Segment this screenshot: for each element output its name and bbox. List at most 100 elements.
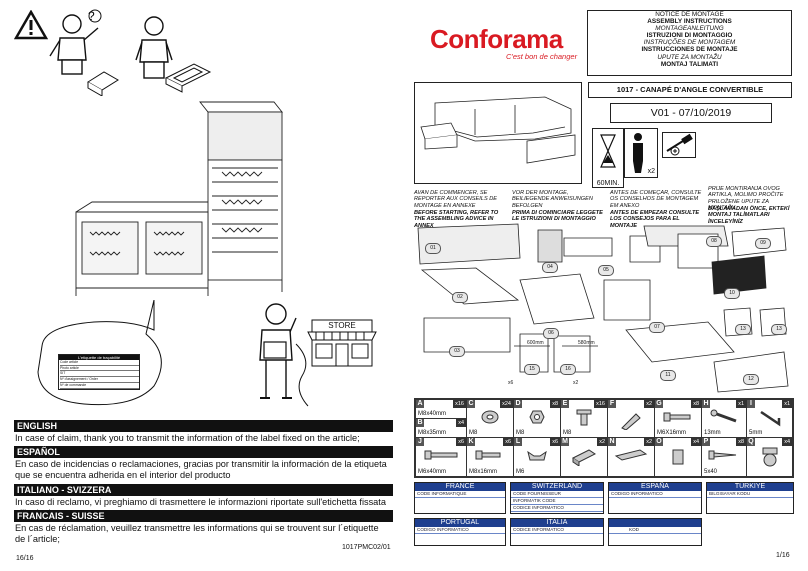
part-letter: I <box>747 400 755 408</box>
part-qty: x2 <box>644 400 654 408</box>
part-label: 5x40 <box>704 469 718 475</box>
lang-text-espanol: En caso de incidencias o reclamaciones, … <box>15 459 387 480</box>
part-label: M8 <box>516 430 525 436</box>
warning-text-hr: PRIJE MONTIRANJA OVOG ARTIKLA, MOLIMO PR… <box>708 186 784 212</box>
country-box-unnamed: KOD <box>608 518 702 546</box>
country-name: SWITZERLAND <box>511 483 603 491</box>
panel-tag: 01 <box>425 243 441 254</box>
traceability-label: L'etiquette de traçabilité Code article … <box>58 354 140 390</box>
part-label: M8 <box>563 430 572 436</box>
part-qty: x1 <box>736 400 746 408</box>
country-name: TÜRKIYE <box>707 483 793 491</box>
persons-box: x2 <box>624 128 658 178</box>
lang-header-english: ENGLISH <box>14 420 393 432</box>
version-label: V01 - 07/10/2019 <box>610 103 772 123</box>
svg-text:?: ? <box>88 9 95 23</box>
part-qty: x24 <box>500 400 513 408</box>
store-sign: STORE <box>328 321 356 330</box>
warning-text-de: VOR DER MONTAGE, BEILIEGENDE ANWEISUNGEN… <box>512 190 593 209</box>
part-letter: F <box>608 400 616 408</box>
part-letter: J <box>416 438 424 446</box>
persons-count: x2 <box>647 168 655 175</box>
part-label: M6X16mm <box>657 430 687 436</box>
hourglass-icon <box>600 134 616 168</box>
part-letter: A <box>416 400 424 408</box>
notice-line: MONTAJ TALIMATI <box>660 60 719 68</box>
panel-tag: 07 <box>649 322 665 333</box>
part-label: M8x40mm <box>418 411 447 417</box>
panel-tag: 15 <box>524 364 540 375</box>
label-row: SIT <box>60 371 139 378</box>
label-row: Code article <box>60 360 139 366</box>
panel-tag: 16 <box>560 364 576 375</box>
lang-header-francais: FRANCAIS - SUISSE <box>14 510 393 522</box>
caster-icon <box>762 447 778 467</box>
country-row: CODICE INFORMATICO <box>511 527 603 534</box>
count-label: x2 <box>573 380 579 386</box>
notice-line: MONTAGEANLEITUNG <box>655 25 724 33</box>
tool-box <box>662 132 696 158</box>
screw-icon <box>475 450 501 460</box>
part-cell-f: F x2 <box>607 399 655 438</box>
bolt-icon <box>663 412 691 422</box>
product-image-box <box>414 82 582 184</box>
part-qty: x1 <box>782 400 792 408</box>
country-box-italia: ITALIA CODICE INFORMATICO <box>510 518 604 546</box>
country-row: BILGISAYAR KODU <box>707 491 793 498</box>
part-label: M8x35mm <box>418 430 447 436</box>
part-letter: O <box>655 438 663 446</box>
sofa-frame-drawing <box>75 101 283 296</box>
long-bolt-icon <box>424 450 458 460</box>
part-letter: C <box>467 400 475 408</box>
part-cell-l: L x6 M6 <box>513 437 561 477</box>
country-box-turkiye: TÜRKIYE BILGISAYAR KODU <box>706 482 794 514</box>
part-qty: x16 <box>453 400 466 408</box>
part-letter: Q <box>747 438 755 446</box>
warning-text-it: PRIMA DI COMINCIARE LEGGETE LE ISTRUZION… <box>512 210 603 223</box>
part-cell-c: C x24 M8 <box>466 399 514 438</box>
lang-header-italiano: ITALIANO - SVIZZERA <box>14 484 393 496</box>
part-letter: L <box>514 438 522 446</box>
panel-tag: 13 <box>771 324 787 335</box>
part-label: 5mm <box>749 430 763 436</box>
part-letter: M <box>561 438 569 446</box>
part-label: 13mm <box>704 430 721 436</box>
part-letter: D <box>514 400 522 408</box>
panels-drawing <box>417 223 789 393</box>
connector-block-icon <box>572 449 596 466</box>
part-label: M8 <box>469 430 478 436</box>
frame-part-icon <box>164 63 212 93</box>
panel-tag: 13 <box>735 324 751 335</box>
part-letter: H <box>702 400 710 408</box>
part-qty: x8 <box>736 438 746 446</box>
warning-text-fr: AVAN DE COMMENCER, SE REPORTER AUX CONSE… <box>414 190 497 209</box>
wood-screw-icon <box>708 450 737 460</box>
store-illustration: STORE <box>306 314 378 368</box>
bracket-icon <box>621 413 641 430</box>
warning-text-en: BEFORE STARTING, REFER TO THE ASSEMBLING… <box>414 210 499 229</box>
part-qty: x16 <box>594 400 607 408</box>
label-row: Nº d'assignement / Order <box>60 377 139 383</box>
brand-tagline: C'est bon de changer <box>506 52 578 61</box>
part-label: M6x40mm <box>418 469 447 475</box>
part-label: M6 <box>516 469 525 475</box>
label-row: Nº de commande <box>60 383 139 389</box>
part-letter: B <box>416 419 424 427</box>
part-letter: E <box>561 400 569 408</box>
country-box-switzerland: SWITZERLAND CODE FOURNISSEUR INFORMATIK … <box>510 482 604 514</box>
part-qty: x8 <box>550 400 560 408</box>
part-qty: x4 <box>456 419 466 427</box>
notice-line: UPUTE ZA MONTAŽU <box>657 53 722 61</box>
country-row: INFORMATIK CODE <box>511 498 603 505</box>
part-cell-o: O x4 <box>654 437 702 477</box>
right-page-number: 1/16 <box>776 552 790 559</box>
part-cell-g: G x8 M6X16mm <box>654 399 702 438</box>
part-cell-b: B x4 M8x35mm <box>415 418 467 438</box>
part-cell-h: H x1 13mm <box>701 399 747 438</box>
time-box: 60MIN. <box>592 128 624 188</box>
person-phone-icon <box>259 303 297 399</box>
part-cell-d: D x8 M8 <box>513 399 561 438</box>
part-qty: x8 <box>691 400 701 408</box>
part-cell-j: J x6 M6x40mm <box>415 437 467 477</box>
country-box-france: FRANCE CODE INFORMATIQUE <box>414 482 506 514</box>
